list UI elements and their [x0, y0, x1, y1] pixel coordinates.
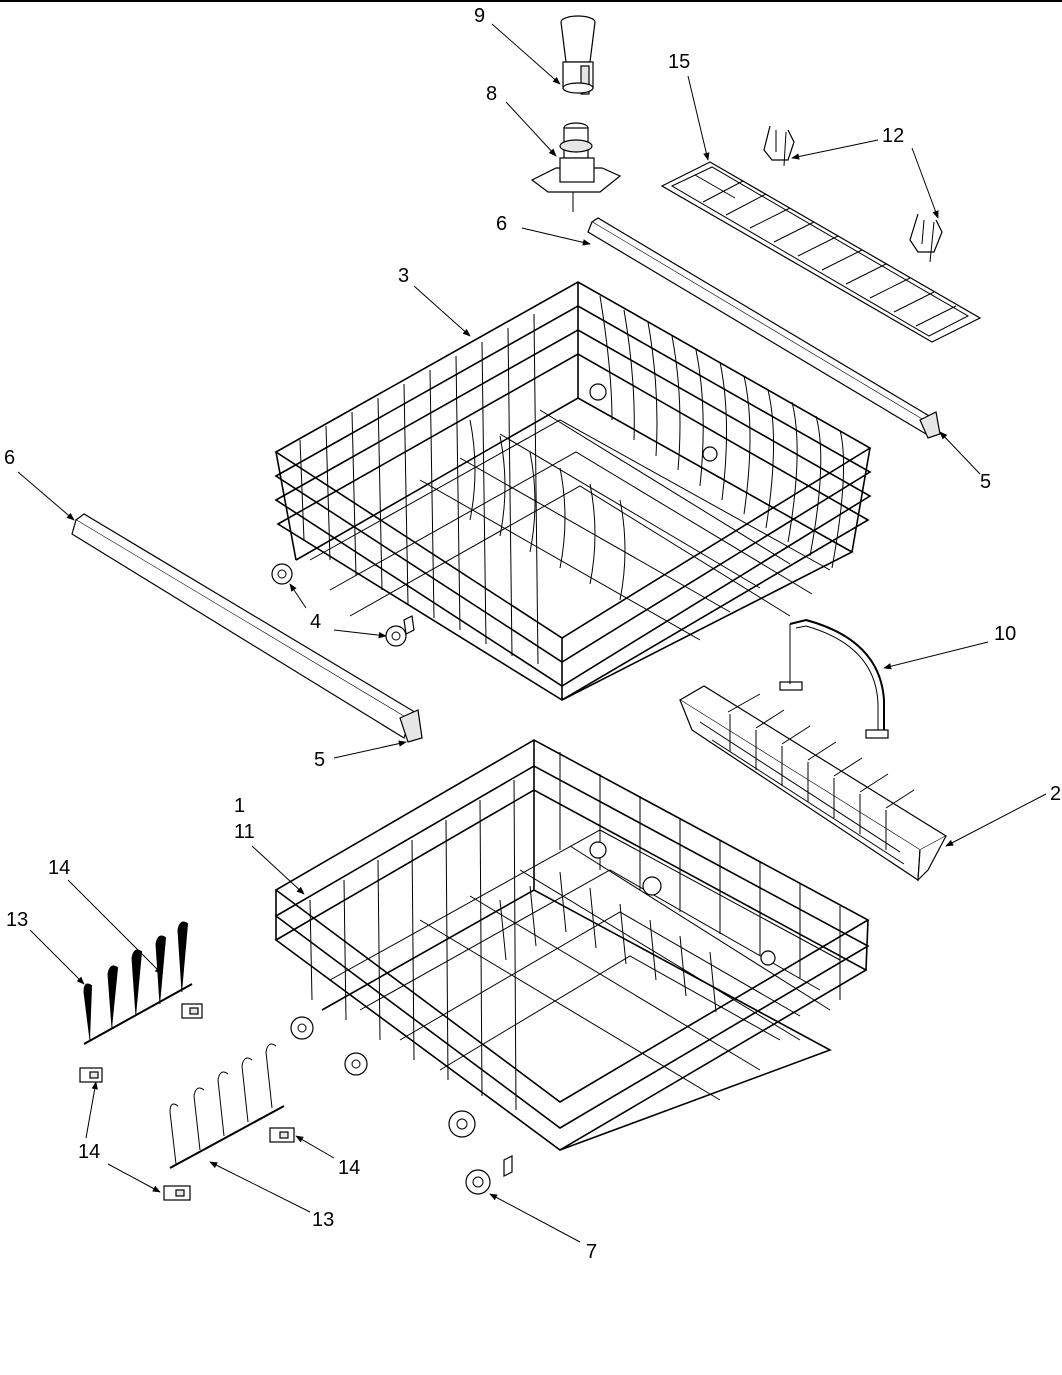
part-6-upper-rack-rail-right	[587, 217, 941, 439]
callout-14-left: 14	[78, 1141, 100, 1163]
part-15-cup-shelf	[660, 161, 982, 343]
callout-labels: 9 8 15 12 6 3 5 6 4 10 5 2 1 11 14 13 14…	[4, 5, 1061, 1263]
part-1-lower-dish-rack	[274, 739, 870, 1151]
part-13-folding-tine-row-upper	[83, 921, 193, 1045]
part-2-silverware-basket	[678, 685, 948, 882]
part-9-nozzle-cap	[560, 15, 596, 95]
callout-8: 8	[486, 83, 497, 105]
part-14-tine-clip-b	[79, 1067, 103, 1083]
callout-12: 12	[882, 125, 904, 147]
callout-2: 2	[1050, 783, 1061, 805]
callout-3: 3	[398, 265, 409, 287]
part-7-lower-rack-wheels	[290, 1016, 513, 1195]
callout-14-top: 14	[48, 857, 70, 879]
callout-5-upper: 5	[980, 471, 991, 493]
part-12-shelf-clips	[763, 125, 943, 263]
part-13-folding-tine-row-lower	[169, 1043, 285, 1169]
top-border-line	[0, 0, 1062, 2]
callout-9: 9	[474, 5, 485, 27]
callout-6-upper: 6	[496, 213, 507, 235]
callout-13-bottom: 13	[312, 1209, 334, 1231]
part-14-tine-clip-c	[269, 1127, 295, 1143]
part-6-upper-rack-rail-left	[71, 513, 423, 743]
part-14-tine-clip-a	[181, 1003, 203, 1019]
callout-6-left: 6	[4, 447, 15, 469]
callout-leader-lines	[17, 23, 1047, 1243]
callout-5-lower: 5	[314, 749, 325, 771]
part-3-upper-dish-rack	[274, 281, 872, 701]
callout-1: 1	[234, 795, 245, 817]
callout-14-right: 14	[338, 1157, 360, 1179]
callout-4: 4	[310, 611, 321, 633]
callout-7: 7	[586, 1241, 597, 1263]
part-8-water-manifold	[530, 122, 622, 212]
callout-13-top: 13	[6, 909, 28, 931]
part-14-tine-clip-d	[163, 1185, 191, 1201]
callout-10: 10	[994, 623, 1016, 645]
callout-15: 15	[668, 51, 690, 73]
part-10-basket-handle	[779, 618, 889, 739]
callout-11: 11	[234, 821, 255, 843]
